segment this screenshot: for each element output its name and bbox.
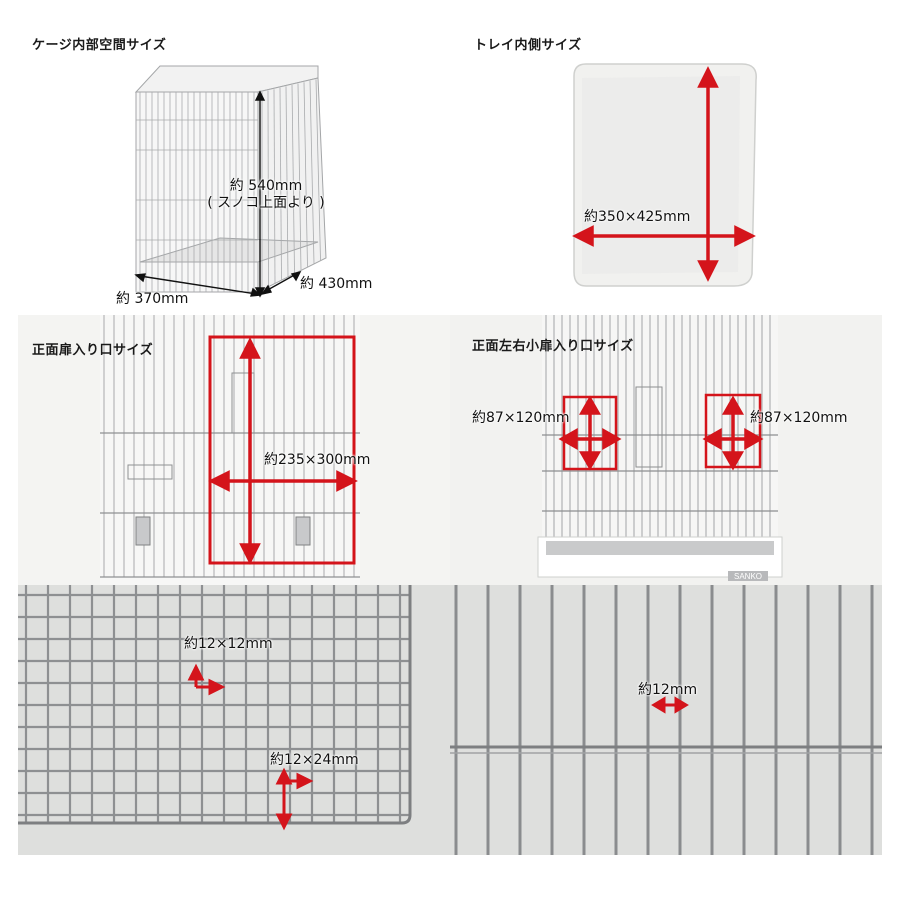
front-door-size-label: 約235×300mm bbox=[264, 452, 371, 468]
floor-mesh-illustration bbox=[18, 585, 412, 831]
mesh-small-label: 約12×12mm bbox=[184, 636, 273, 652]
tray-illustration bbox=[572, 63, 757, 287]
panel-cage-interior: ケージ内部空間サイズ 約 540mm ( スノコ上面より ) bbox=[0, 0, 450, 315]
cage-height-note: ( スノコ上面より ) bbox=[207, 195, 325, 211]
panel-front-door: 正面扉入り口サイズ 約235×300mm bbox=[18, 315, 450, 585]
side-doors-illustration: SANKO bbox=[537, 315, 783, 581]
mesh-large-label: 約12×24mm bbox=[270, 752, 359, 768]
wire-spacing-label: 約12mm bbox=[638, 682, 698, 698]
cage-height-value: 約 540mm bbox=[229, 178, 303, 194]
side-doors-title: 正面左右小扉入り口サイズ bbox=[472, 339, 634, 354]
cage-illustration bbox=[134, 65, 327, 298]
panel-side-doors: SANKO 正面左右小扉入り口サイズ 約87×120mm 約87×120mm bbox=[450, 315, 882, 585]
cage-depth-label: 約 430mm bbox=[300, 276, 373, 292]
cage-interior-title: ケージ内部空間サイズ bbox=[32, 38, 167, 53]
cage-height-label: 約 540mm ( スノコ上面より ) bbox=[196, 178, 336, 212]
front-door-illustration bbox=[100, 315, 360, 585]
wire-spacing-illustration bbox=[450, 585, 882, 855]
tray-inner-title: トレイ内側サイズ bbox=[474, 38, 582, 53]
cage-width-label: 約 370mm bbox=[116, 291, 189, 307]
panel-tray-inner: トレイ内側サイズ 約350×425mm bbox=[450, 0, 900, 315]
tray-size-label: 約350×425mm bbox=[584, 209, 691, 225]
side-door-right-label: 約87×120mm bbox=[750, 410, 848, 426]
panel-wire-spacing: 約12mm bbox=[450, 585, 882, 855]
brand-text: SANKO bbox=[734, 572, 762, 581]
front-door-title: 正面扉入り口サイズ bbox=[32, 343, 154, 358]
side-door-left-label: 約87×120mm bbox=[472, 410, 570, 426]
panel-floor-mesh: 約12×12mm 約12×24mm bbox=[18, 585, 450, 855]
